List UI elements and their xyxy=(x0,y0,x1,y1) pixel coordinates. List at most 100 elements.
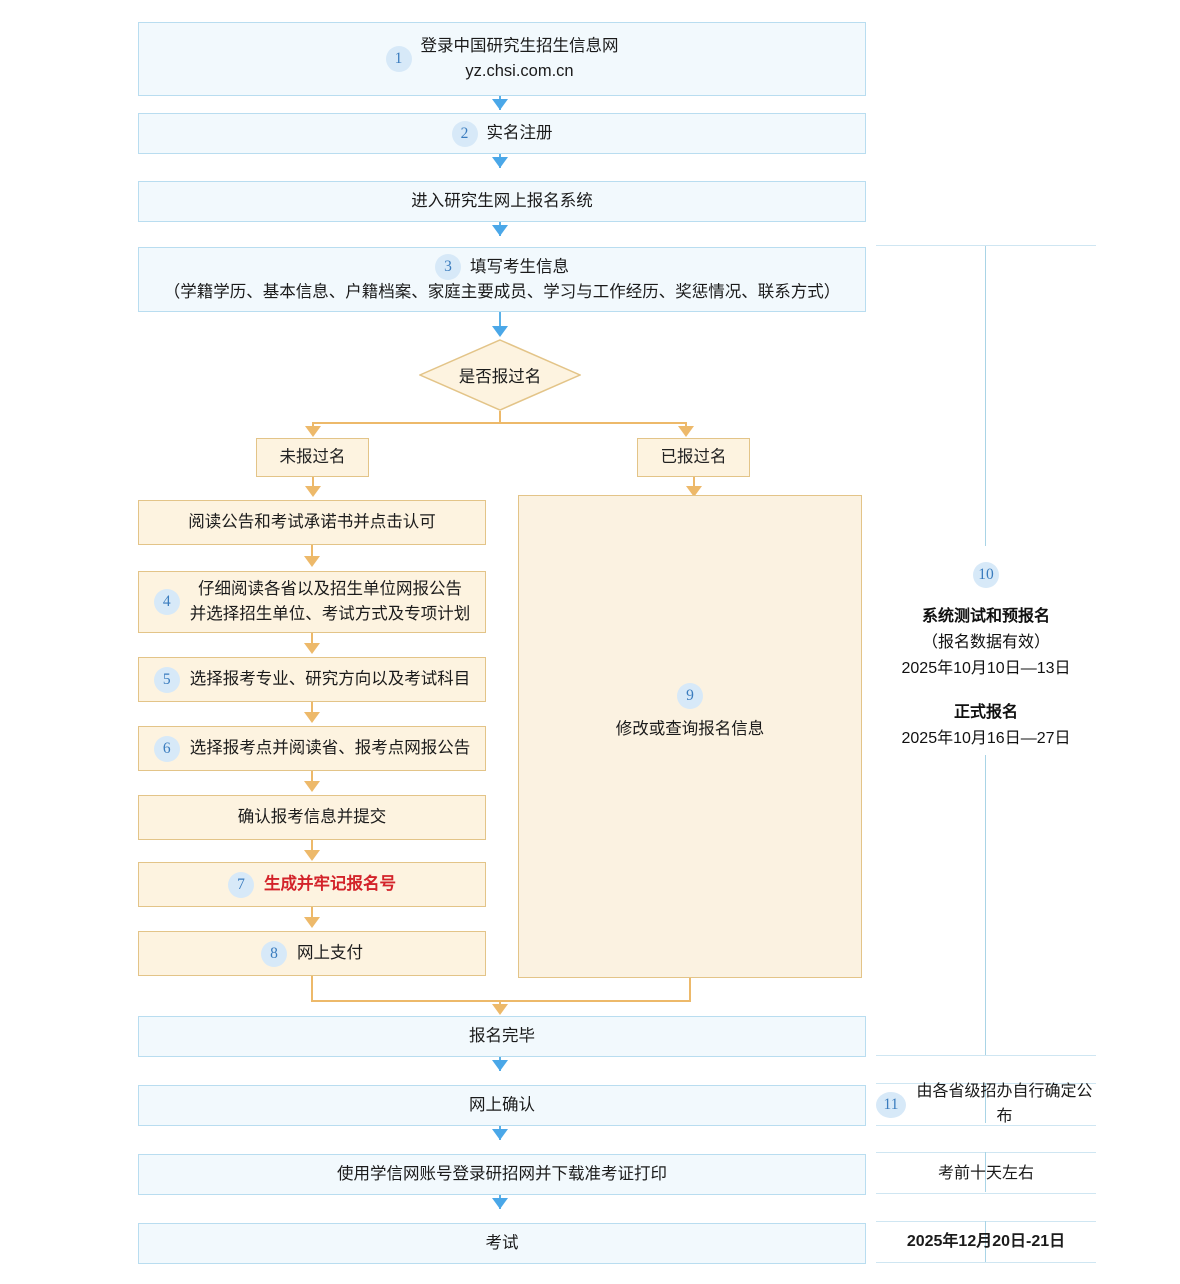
decision-split-bar xyxy=(312,422,687,424)
arrow-step6-confirm xyxy=(304,781,320,792)
arrow-step7-step8 xyxy=(304,917,320,928)
arrow-step4-step5 xyxy=(304,643,320,654)
node-branch-not-registered[interactable]: 未报过名 xyxy=(256,438,369,477)
schedule-tick-11 xyxy=(985,1083,986,1123)
arrow-1-2 xyxy=(492,99,508,110)
enter-system-label: 进入研究生网上报名系统 xyxy=(411,192,593,211)
schedule-cell-exam-top xyxy=(876,1221,1096,1222)
connector-step6-confirm xyxy=(311,771,313,784)
arrow-3-4 xyxy=(492,225,508,236)
node-step1-login[interactable]: 1 登录中国研究生招生信息网 yz.chsi.com.cn xyxy=(138,22,866,96)
arrow-2-3 xyxy=(492,157,508,168)
arrow-step3-decision xyxy=(492,326,508,337)
branch-right-label: 已报过名 xyxy=(660,448,727,467)
step6-label: 选择报考点并阅读省、报考点网报公告 xyxy=(189,739,471,758)
schedule-pre-date: 2025年10月10日—13日 xyxy=(901,659,1071,677)
decision-stem xyxy=(499,411,501,424)
step8-label: 网上支付 xyxy=(297,944,363,963)
node-step4-read-announcements[interactable]: 4 仔细阅读各省以及招生单位网报公告 并选择招生单位、考试方式及专项计划 xyxy=(138,571,486,633)
schedule-cell-exam-bottom xyxy=(876,1262,1096,1263)
arrow-branch-right-down xyxy=(686,486,702,497)
node-step5-choose-major[interactable]: 5 选择报考专业、研究方向以及考试科目 xyxy=(138,657,486,702)
merge-center-stem xyxy=(499,1000,501,1007)
node-step7-generate-number[interactable]: 7 生成并牢记报名号 xyxy=(138,862,486,907)
merge-right-stem xyxy=(689,978,691,1002)
arrow-done-confirm xyxy=(492,1060,508,1071)
step1-line2: yz.chsi.com.cn xyxy=(465,62,574,80)
arrow-merge-done xyxy=(492,1004,508,1015)
step7-label: 生成并牢记报名号 xyxy=(264,875,396,894)
node-enter-system[interactable]: 进入研究生网上报名系统 xyxy=(138,181,866,222)
arrow-decision-right xyxy=(678,426,694,437)
arrow-branch-left-down xyxy=(305,486,321,497)
schedule-tick-exam xyxy=(985,1221,986,1263)
connector-confirm-step7 xyxy=(311,840,313,853)
connector-branch-right-down xyxy=(693,477,695,489)
confirm-submit-label: 确认报考信息并提交 xyxy=(237,808,387,827)
step-badge-11: 11 xyxy=(876,1092,906,1118)
connector-readnotice-step4 xyxy=(311,545,313,559)
node-download-admission-ticket[interactable]: 使用学信网账号登录研招网并下载准考证打印 xyxy=(138,1154,866,1195)
schedule-formal-date: 2025年10月16日—27日 xyxy=(901,729,1071,747)
schedule-pre-title: 系统测试和预报名 xyxy=(921,608,1050,626)
step-badge-2: 2 xyxy=(451,120,478,147)
connector-step5-step6 xyxy=(311,702,313,715)
step-badge-3: 3 xyxy=(435,254,461,281)
connector-branch-left-down xyxy=(312,477,314,489)
step-badge-1: 1 xyxy=(385,46,412,72)
step-badge-6: 6 xyxy=(153,735,180,762)
node-registration-complete[interactable]: 报名完毕 xyxy=(138,1016,866,1057)
step3-line2: （学籍学历、基本信息、户籍档案、家庭主要成员、学习与工作经历、奖惩情况、联系方式… xyxy=(163,283,841,302)
diamond-shape xyxy=(418,339,582,411)
step1-line1: 登录中国研究生招生信息网 xyxy=(420,37,619,56)
schedule-rule-top xyxy=(876,245,1096,246)
arrow-readnotice-step4 xyxy=(304,556,320,567)
node-exam[interactable]: 考试 xyxy=(138,1223,866,1264)
node-read-notice[interactable]: 阅读公告和考试承诺书并点击认可 xyxy=(138,500,486,545)
schedule-cell-ticket-time: 考前十天左右 xyxy=(876,1160,1096,1188)
node-branch-registered[interactable]: 已报过名 xyxy=(637,438,750,477)
step-badge-5: 5 xyxy=(153,666,180,693)
connector-step7-step8 xyxy=(311,907,313,920)
node-step9-modify-query[interactable]: 9 修改或查询报名信息 xyxy=(518,495,862,978)
step-badge-9: 9 xyxy=(677,683,703,709)
branch-left-label: 未报过名 xyxy=(279,448,346,467)
step4-line2: 并选择招生单位、考试方式及专项计划 xyxy=(189,605,471,623)
schedule-ticket-label: 考前十天左右 xyxy=(937,1164,1034,1182)
online-confirm-label: 网上确认 xyxy=(469,1096,535,1115)
schedule-cell11-bottom xyxy=(876,1125,1096,1126)
schedule-pre-note: （报名数据有效） xyxy=(921,634,1050,652)
node-step8-online-payment[interactable]: 8 网上支付 xyxy=(138,931,486,976)
step-badge-8: 8 xyxy=(261,940,287,967)
schedule-step11-label: 由各省级招办自行确定公布 xyxy=(916,1083,1093,1125)
node-step2-register[interactable]: 2 实名注册 xyxy=(138,113,866,154)
connector-step3-decision xyxy=(499,312,501,328)
schedule-divider-upper xyxy=(985,246,986,546)
schedule-formal-title: 正式报名 xyxy=(953,703,1018,721)
read-notice-label: 阅读公告和考试承诺书并点击认可 xyxy=(188,513,436,532)
node-online-confirm[interactable]: 网上确认 xyxy=(138,1085,866,1126)
step4-line1: 仔细阅读各省以及招生单位网报公告 xyxy=(198,580,462,599)
node-step3-fill-info[interactable]: 3 填写考生信息 （学籍学历、基本信息、户籍档案、家庭主要成员、学习与工作经历、… xyxy=(138,247,866,312)
decision-label: 是否报过名 xyxy=(458,368,542,386)
schedule-tick-ticket xyxy=(985,1152,986,1192)
schedule-cell-exam-date: 2025年12月20日-21日 xyxy=(876,1228,1096,1256)
arrow-ticket-exam xyxy=(492,1198,508,1209)
step-badge-4: 4 xyxy=(153,589,180,615)
arrow-confirm-ticket xyxy=(492,1129,508,1140)
node-confirm-submit[interactable]: 确认报考信息并提交 xyxy=(138,795,486,840)
schedule-cell11-top xyxy=(876,1055,1096,1056)
step3-line1: 填写考生信息 xyxy=(470,257,569,276)
schedule-cell-ticket-bottom xyxy=(876,1193,1096,1194)
schedule-cell-step11: 11 由各省级招办自行确定公布 xyxy=(876,1083,1096,1125)
step9-label: 修改或查询报名信息 xyxy=(615,720,765,738)
step5-label: 选择报考专业、研究方向以及考试科目 xyxy=(189,670,471,689)
node-decision-registered[interactable]: 是否报过名 xyxy=(418,339,582,411)
arrow-decision-left xyxy=(305,426,321,437)
node-step6-choose-exam-site[interactable]: 6 选择报考点并阅读省、报考点网报公告 xyxy=(138,726,486,771)
exam-label: 考试 xyxy=(485,1234,519,1253)
merge-left-stem xyxy=(311,976,313,1002)
step2-label: 实名注册 xyxy=(486,124,553,143)
done-label: 报名完毕 xyxy=(469,1027,535,1046)
